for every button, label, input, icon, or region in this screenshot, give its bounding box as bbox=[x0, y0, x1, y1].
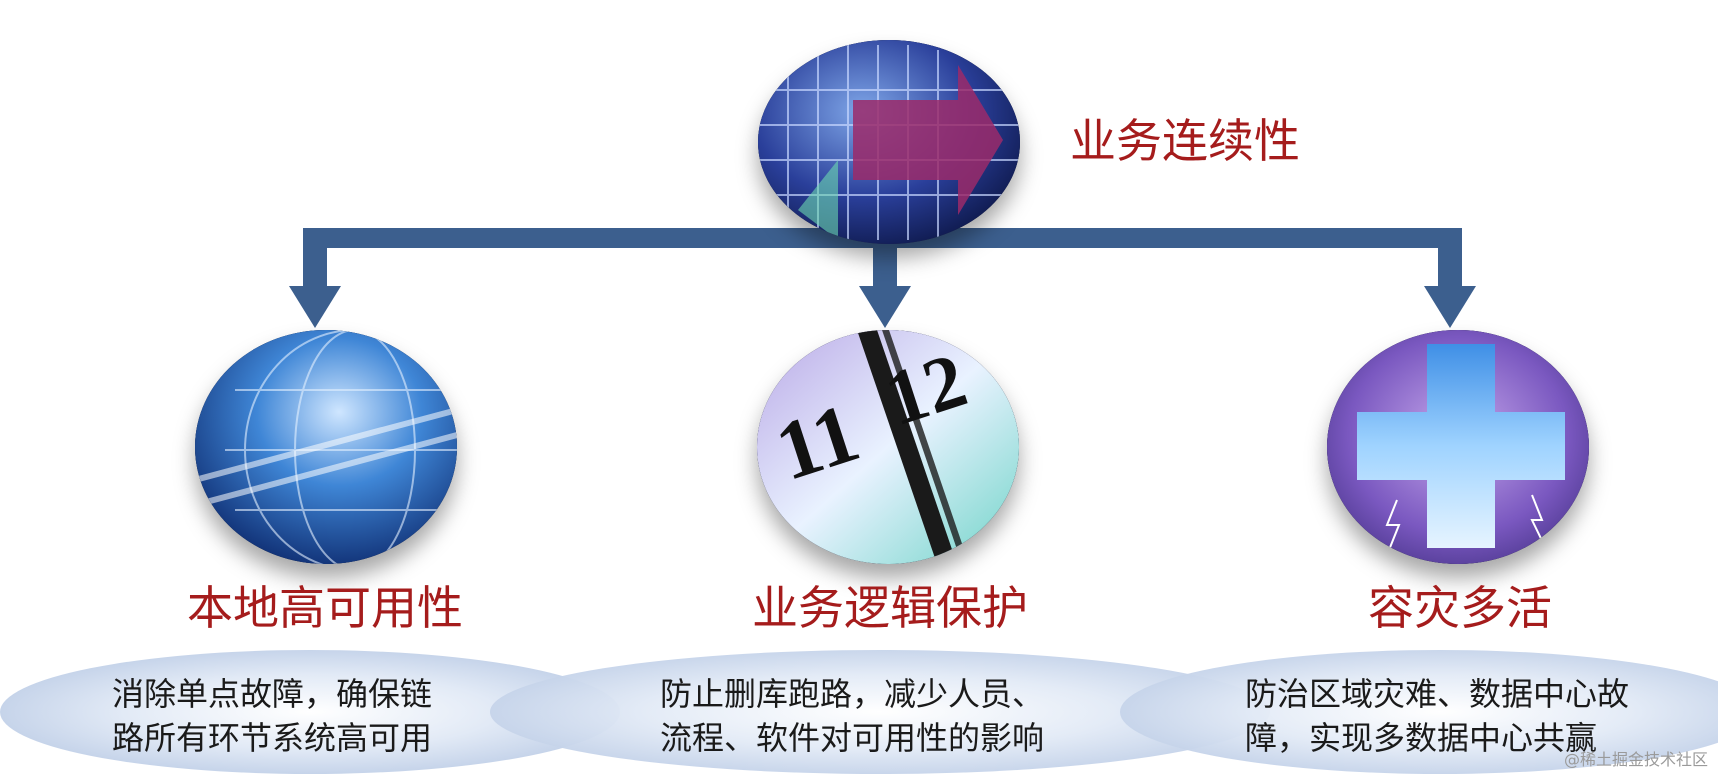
globe-icon bbox=[195, 330, 457, 564]
branch-description-local-ha: 消除单点故障，确保链 路所有环节系统高可用 bbox=[112, 672, 507, 760]
description-ellipse-right bbox=[1120, 650, 1718, 774]
branch-title-local-ha: 本地高可用性 bbox=[187, 581, 463, 635]
description-line: 消除单点故障，确保链 bbox=[112, 675, 433, 713]
arrow-down-right-icon bbox=[1424, 286, 1476, 328]
branch-title-logic-protection: 业务逻辑保护 bbox=[752, 581, 1028, 635]
branch-description-logic-protection: 防止删库跑路，减少人员、 流程、软件对可用性的影响 bbox=[660, 672, 1130, 760]
arrow-down-left-icon bbox=[289, 286, 341, 328]
branch-title-dr-multi-active: 容灾多活 bbox=[1368, 581, 1552, 635]
description-line: 流程、软件对可用性的影响 bbox=[660, 719, 1045, 757]
watermark: @稀土掘金技术社区 bbox=[1563, 750, 1708, 769]
description-line: 障，实现多数据中心共赢 bbox=[1245, 719, 1598, 757]
medical-cross-icon bbox=[1327, 330, 1589, 564]
clock-icon: 11 12 bbox=[757, 330, 1019, 564]
root-title: 业务连续性 bbox=[1070, 114, 1300, 168]
description-line: 路所有环节系统高可用 bbox=[112, 719, 433, 757]
description-ellipse-left bbox=[0, 650, 620, 774]
description-line: 防止删库跑路，减少人员、 bbox=[660, 675, 1045, 713]
description-line: 防治区域灾难、数据中心故 bbox=[1245, 675, 1630, 713]
connector-drop-left bbox=[303, 228, 327, 288]
business-continuity-arrow-icon bbox=[758, 40, 1020, 244]
arrow-down-mid-icon bbox=[859, 286, 911, 328]
description-ellipse-mid bbox=[490, 650, 1270, 774]
connector-drop-mid bbox=[873, 238, 897, 288]
description-ellipses bbox=[0, 650, 1718, 774]
connector-drop-right bbox=[1438, 228, 1462, 288]
branch-description-dr-multi-active: 防治区域灾难、数据中心故 障，实现多数据中心共赢 bbox=[1245, 672, 1705, 760]
